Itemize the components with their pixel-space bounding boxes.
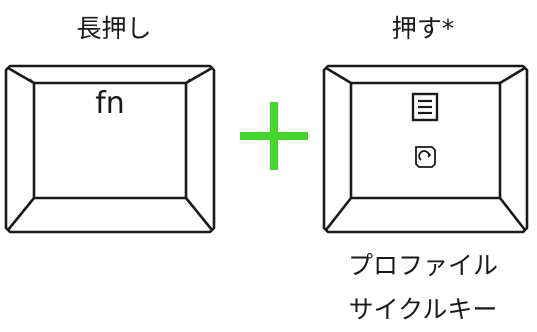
- caption-line-1: プロファイル: [347, 251, 498, 280]
- caption-line-2: サイクルキー: [348, 295, 498, 324]
- plus-icon: [240, 102, 308, 170]
- fn-key: fn: [4, 64, 216, 234]
- fn-key-label: fn: [95, 86, 125, 121]
- list-menu-icon: [411, 92, 439, 122]
- profile-cycle-key-caption: プロファイル サイクルキー: [318, 244, 528, 332]
- long-press-label: 長押し: [76, 14, 152, 43]
- profile-cycle-icon: [415, 146, 436, 168]
- press-label: 押す*: [391, 14, 455, 43]
- profile-cycle-key: [322, 64, 529, 234]
